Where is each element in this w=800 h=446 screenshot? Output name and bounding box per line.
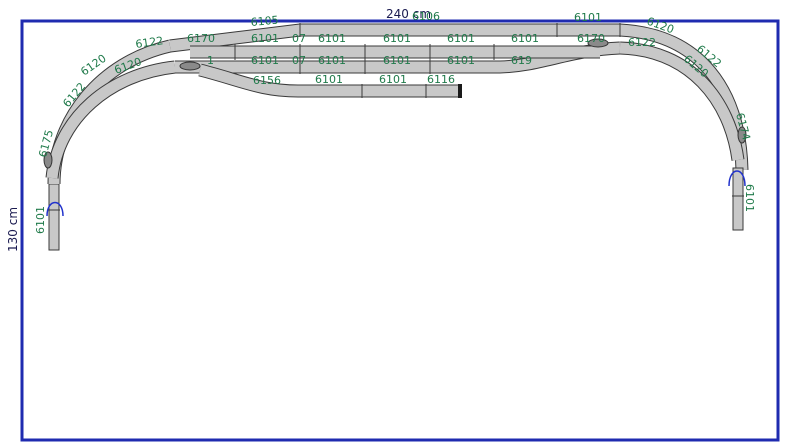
- inner-loop-track: [45, 41, 745, 179]
- uncoupler-icon: [728, 170, 746, 187]
- track-middle-straight-fill: [175, 42, 621, 73]
- part-label: 6101: [447, 32, 475, 45]
- track-piece: [732, 167, 744, 231]
- uncoupler-icon: [46, 201, 64, 217]
- part-label: 6122: [135, 34, 165, 51]
- baseboard-frame: [20, 19, 780, 442]
- track-joints: [48, 23, 744, 211]
- track-lower-siding-curve-fill: [198, 64, 458, 97]
- part-label: 6101: [383, 32, 411, 45]
- part-label: 6122: [628, 36, 656, 49]
- part-label: 6101: [251, 54, 279, 67]
- turnout-motor-icon: [43, 151, 53, 169]
- part-label: 6101: [315, 73, 343, 86]
- track-top-straight-fill: [169, 24, 620, 52]
- part-label: 6101: [318, 54, 346, 67]
- track-curve-right-inner-fill: [619, 42, 744, 161]
- part-label: 6101: [383, 54, 411, 67]
- part-label: 6101: [574, 11, 602, 24]
- part-label: 6105: [250, 14, 279, 29]
- part-labels: 6101 6175 6122 6120 6120 6122 6170 6105 …: [34, 10, 756, 234]
- part-label: 1: [207, 54, 214, 67]
- turnout-motor-icon: [737, 126, 747, 144]
- turnout-motor-icon: [179, 61, 201, 71]
- track-curve-left-inner-fill: [46, 61, 176, 179]
- part-label: 6106: [412, 10, 440, 23]
- part-label: 07: [292, 54, 306, 67]
- part-label: 07: [292, 32, 306, 45]
- part-label: 6101: [34, 206, 47, 234]
- height-dimension: 130 cm: [6, 207, 20, 252]
- part-label: 6170: [187, 32, 215, 45]
- part-label: 6101: [511, 32, 539, 45]
- outer-loop-track: [47, 23, 749, 251]
- turnout-motor-icon: [587, 38, 609, 48]
- lower-siding-track: [198, 63, 462, 98]
- part-label: 6156: [253, 74, 281, 87]
- part-label: 6101: [251, 32, 279, 45]
- part-label: 6170: [577, 32, 605, 45]
- buffer-stop-icon: [458, 84, 462, 98]
- part-label: 6101: [379, 73, 407, 86]
- part-label: 6116: [427, 73, 455, 86]
- track-piece: [48, 183, 60, 251]
- part-label: 619: [511, 54, 532, 67]
- width-dimension: 240 cm: [386, 7, 431, 21]
- part-label: 6101: [447, 54, 475, 67]
- part-label: 6101: [743, 184, 756, 212]
- part-label: 6101: [318, 32, 346, 45]
